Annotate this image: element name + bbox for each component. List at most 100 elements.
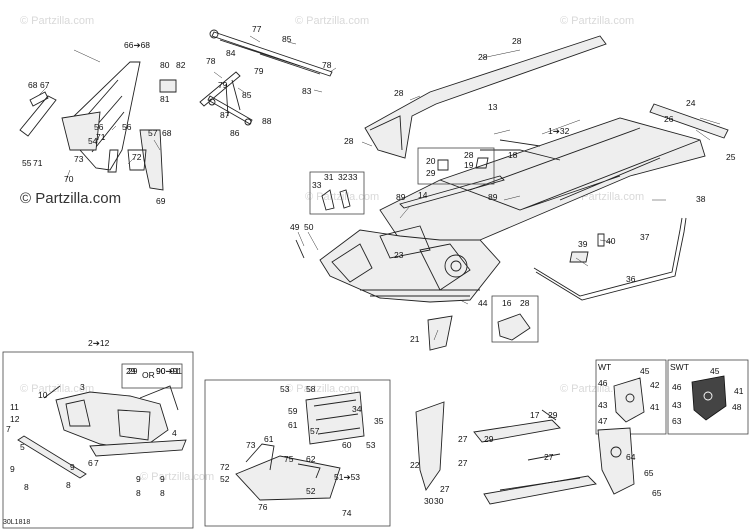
front-frame-assembly-box bbox=[2, 351, 194, 529]
part-label: 29 bbox=[426, 168, 436, 178]
part-label: 61 bbox=[264, 434, 274, 444]
swt-label: SWT bbox=[670, 362, 689, 372]
part-label: 7 bbox=[6, 424, 11, 434]
part-label: 16 bbox=[502, 298, 512, 308]
part-label: 85 bbox=[242, 90, 252, 100]
part-label: 38 bbox=[696, 194, 706, 204]
inset-box-16-28 bbox=[491, 295, 539, 343]
part-label: 46 bbox=[598, 378, 608, 388]
or-left-label: 29 bbox=[128, 366, 138, 376]
part-label: 61 bbox=[288, 420, 298, 430]
part-label: 10 bbox=[38, 390, 48, 400]
part-label: 72 bbox=[220, 462, 230, 472]
part-label: 3 bbox=[80, 382, 85, 392]
part-label: 42 bbox=[650, 380, 660, 390]
part-label: 40 bbox=[606, 236, 616, 246]
part-label: 29 bbox=[484, 434, 494, 444]
part-label: 57 bbox=[148, 128, 158, 138]
part-label: 74 bbox=[342, 508, 352, 518]
part-label: 44 bbox=[478, 298, 488, 308]
part-label: 88 bbox=[262, 116, 272, 126]
diagram-reference: 30L1818 bbox=[3, 519, 30, 526]
part-label: 28 bbox=[394, 88, 404, 98]
part-label: 4 bbox=[172, 428, 177, 438]
part-label: 52 bbox=[220, 474, 230, 484]
part-label: 62 bbox=[306, 454, 316, 464]
part-label: 1➔32 bbox=[548, 126, 570, 136]
or-text: OR bbox=[142, 370, 155, 380]
part-label: 7 bbox=[94, 458, 99, 468]
part-label: 28 bbox=[478, 52, 488, 62]
part-label: 41 bbox=[650, 402, 660, 412]
part-label: 65 bbox=[652, 488, 662, 498]
part-label: 21 bbox=[410, 334, 420, 344]
part-label: 84 bbox=[226, 48, 236, 58]
part-label: 50 bbox=[304, 222, 314, 232]
part-label: 27 bbox=[458, 434, 468, 444]
part-label: 90 bbox=[156, 366, 166, 376]
part-label: 52 bbox=[306, 486, 316, 496]
part-label: 14 bbox=[418, 190, 428, 200]
part-label: 78 bbox=[322, 60, 332, 70]
part-label: 28 bbox=[464, 150, 474, 160]
part-label: 79 bbox=[254, 66, 264, 76]
watermark: © Partzilla.com bbox=[20, 15, 94, 27]
part-label: 68 bbox=[162, 128, 172, 138]
part-label: 82 bbox=[176, 60, 186, 70]
wt-swt-group bbox=[595, 359, 749, 495]
part-label: 76 bbox=[258, 502, 268, 512]
watermark: © Partzilla.com bbox=[140, 471, 214, 483]
wt-box bbox=[595, 359, 667, 435]
part-label: 43 bbox=[672, 400, 682, 410]
part-label: 26 bbox=[664, 114, 674, 124]
part-label: 24 bbox=[686, 98, 696, 108]
group-label-2-12: 2➔12 bbox=[88, 338, 110, 348]
part-label: 89 bbox=[488, 192, 498, 202]
inset-box-19-29 bbox=[417, 147, 495, 185]
part-label: 53 bbox=[280, 384, 290, 394]
part-label: 63 bbox=[672, 416, 682, 426]
part-label: 54 bbox=[88, 136, 98, 146]
part-label: 65 bbox=[644, 468, 654, 478]
part-label: 85 bbox=[282, 34, 292, 44]
part-label: 30 bbox=[424, 496, 434, 506]
part-label: 47 bbox=[598, 416, 608, 426]
part-label: 60 bbox=[342, 440, 352, 450]
part-label: 77 bbox=[252, 24, 262, 34]
part-label: 37 bbox=[640, 232, 650, 242]
part-label: 9 bbox=[10, 464, 15, 474]
part-label: 20 bbox=[426, 156, 436, 166]
running-board-group bbox=[415, 401, 597, 505]
part-label: 75 bbox=[284, 454, 294, 464]
part-label: 23 bbox=[394, 250, 404, 260]
part-label: 27 bbox=[440, 484, 450, 494]
part-label: 9 bbox=[160, 474, 165, 484]
part-label: 11 bbox=[10, 402, 19, 412]
part-label: 55 bbox=[22, 158, 32, 168]
part-label: 71 bbox=[96, 132, 106, 142]
part-label: 59 bbox=[288, 406, 298, 416]
part-label: 86 bbox=[230, 128, 240, 138]
part-label: 9 bbox=[136, 474, 141, 484]
watermark: © Partzilla.com bbox=[295, 15, 369, 27]
part-label: 28 bbox=[520, 298, 530, 308]
main-watermark: © Partzilla.com bbox=[20, 190, 121, 207]
part-label: 51➔53 bbox=[334, 472, 360, 482]
part-label: 34 bbox=[352, 404, 362, 414]
steering-group bbox=[159, 29, 333, 126]
part-label: 35 bbox=[374, 416, 384, 426]
swt-box bbox=[667, 359, 749, 435]
inset-box-31-33 bbox=[309, 171, 365, 215]
part-label: 45 bbox=[640, 366, 650, 376]
part-label: 58 bbox=[306, 384, 316, 394]
part-label: 48 bbox=[732, 402, 742, 412]
part-label: 30 bbox=[434, 496, 444, 506]
part-label: 33 bbox=[348, 172, 358, 182]
part-label: 64 bbox=[626, 452, 636, 462]
part-label: 33 bbox=[312, 180, 322, 190]
part-label: 79 bbox=[218, 80, 228, 90]
part-label: 73 bbox=[74, 154, 84, 164]
part-label: 8 bbox=[24, 482, 29, 492]
